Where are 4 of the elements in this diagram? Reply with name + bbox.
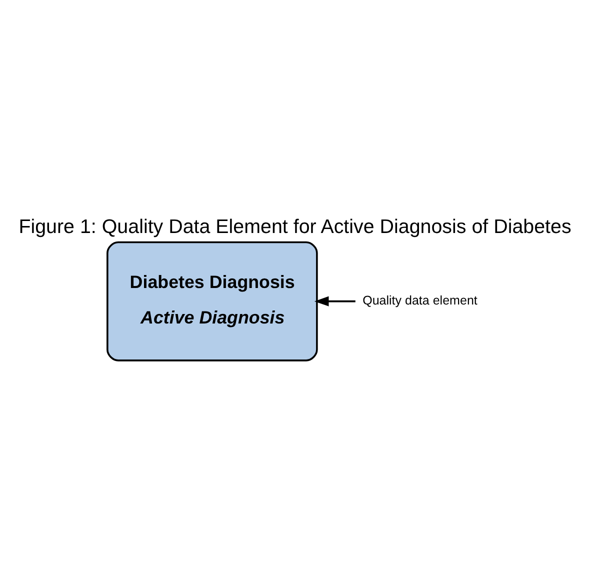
node-box: Diabetes Diagnosis Active Diagnosis (106, 241, 318, 362)
diagram-title: Figure 1: Quality Data Element for Active Diagnosis of Diabetes (18, 216, 572, 238)
node-text: Quality data element (362, 294, 478, 308)
arrow (314, 296, 356, 306)
